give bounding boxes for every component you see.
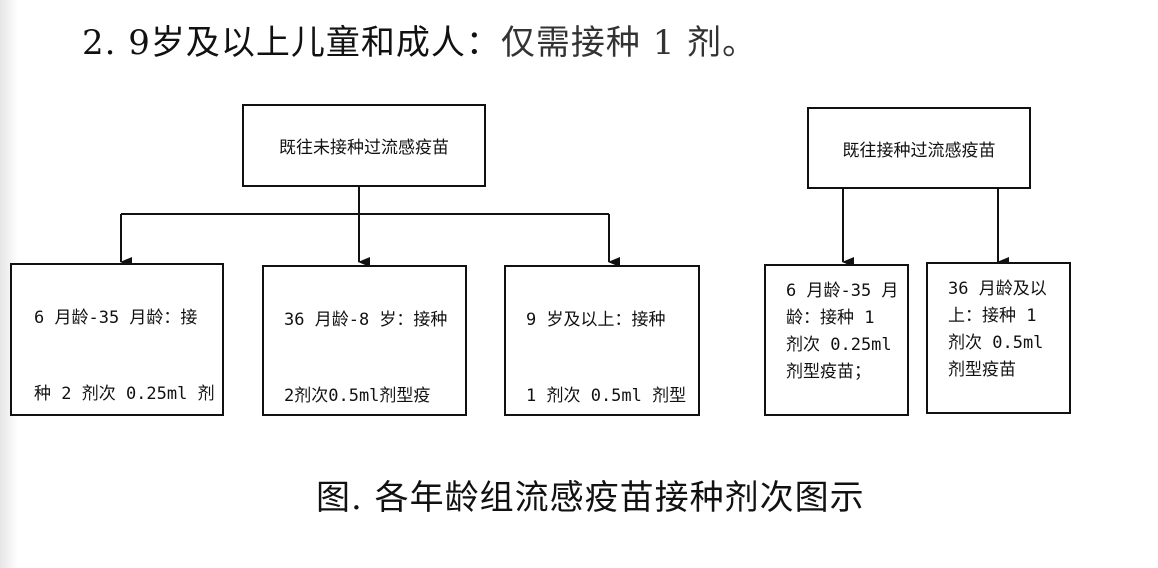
section-heading: 2. 9岁及以上儿童和成人：仅需接种 1 剂。 <box>82 18 757 68</box>
figure-caption: 图. 各年龄组流感疫苗接种剂次图示 <box>316 478 865 518</box>
heading-rest-text: 仅需接种 1 剂。 <box>500 23 758 63</box>
right-box-2-text: 36 月龄及以 上：接种 1 剂次 0.5ml 剂型疫苗 <box>948 279 1047 380</box>
left-box-1: 6 月龄-35 月龄：接 种 2 剂次 0.25ml 剂 <box>10 263 224 416</box>
right-box-1-text: 6 月龄-35 月 龄：接种 1 剂次 0.25ml 剂型疫苗； <box>786 281 899 382</box>
left-top-box-label: 既往未接种过流感疫苗 <box>279 138 449 158</box>
right-top-box: 既往接种过流感疫苗 <box>807 107 1031 189</box>
heading-number: 2. <box>82 23 117 63</box>
left-box-3-line1: 9 岁及以上：接种 <box>526 310 666 330</box>
left-top-box: 既往未接种过流感疫苗 <box>242 104 486 187</box>
right-box-2: 36 月龄及以 上：接种 1 剂次 0.5ml 剂型疫苗 <box>926 262 1071 414</box>
left-box-2-line1: 36 月龄-8 岁：接种 <box>284 310 448 330</box>
heading-bold-text: 9岁及以上儿童和成人： <box>128 23 501 63</box>
left-box-3: 9 岁及以上：接种 1 剂次 0.5ml 剂型 <box>504 265 700 416</box>
left-box-2-line2: 2剂次0.5ml剂型疫 <box>284 386 431 406</box>
left-box-1-line1: 6 月龄-35 月龄：接 <box>34 308 198 328</box>
left-box-2: 36 月龄-8 岁：接种 2剂次0.5ml剂型疫 <box>262 265 467 416</box>
right-box-1: 6 月龄-35 月 龄：接种 1 剂次 0.25ml 剂型疫苗； <box>764 264 909 416</box>
left-box-3-line2: 1 剂次 0.5ml 剂型 <box>526 386 687 406</box>
right-top-box-label: 既往接种过流感疫苗 <box>842 140 996 161</box>
page-edge-shadow <box>0 0 18 568</box>
left-box-1-line2: 种 2 剂次 0.25ml 剂 <box>34 384 215 404</box>
